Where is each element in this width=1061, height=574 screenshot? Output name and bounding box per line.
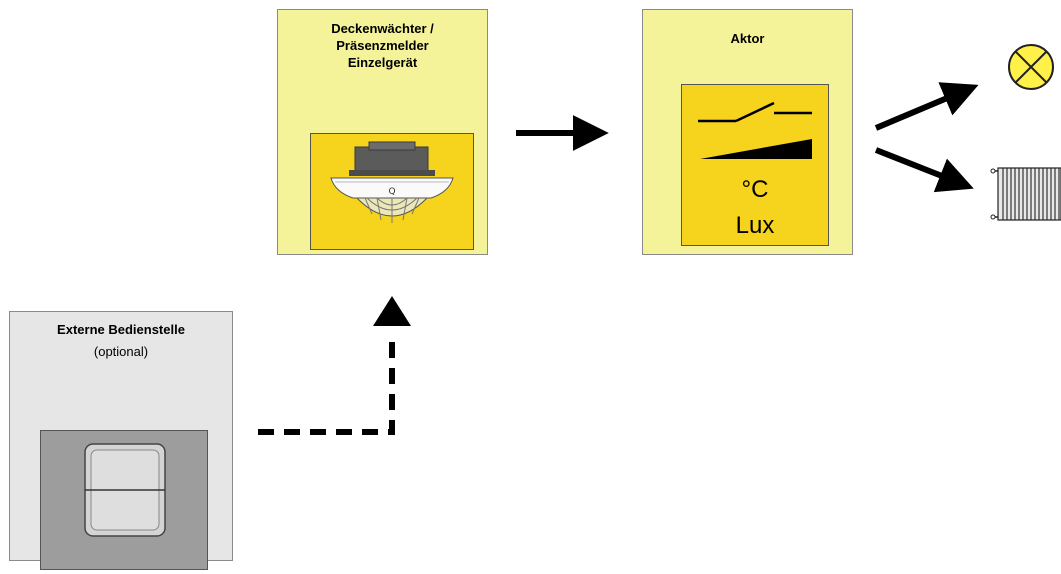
actuator-to-lamp-arrow <box>874 82 979 131</box>
ceiling-presence-detector-icon: Q <box>330 141 454 223</box>
actuator-title: Aktor <box>730 31 765 46</box>
switch-contact-icon <box>698 101 812 159</box>
temperature-unit-label: °C <box>741 176 769 203</box>
external-control-box: Externe Bedienstelle (optional) <box>9 311 233 570</box>
radiator-icon <box>990 167 1061 221</box>
lux-unit-label: Lux <box>735 212 775 239</box>
push-button-icon <box>84 443 166 537</box>
actuator-panel: °C Lux <box>681 84 829 246</box>
presence-detector-box: Deckenwächter / Präsenzmelder Einzelgerä… <box>277 9 488 255</box>
lamp-icon <box>1008 44 1054 90</box>
external-control-subtitle: (optional) <box>93 344 149 359</box>
external-control-title: Externe Bedienstelle <box>57 322 185 337</box>
actuator-to-radiator-arrow <box>874 147 974 193</box>
dimming-ramp-icon <box>700 139 812 159</box>
presence-detector-panel: Q <box>310 133 474 250</box>
actuator-box: Aktor °C Lux <box>642 9 853 255</box>
external-to-sensor-arrowhead <box>373 296 411 326</box>
connection-overlay <box>258 44 1061 435</box>
external-control-panel <box>40 430 208 570</box>
external-to-sensor-dashed-line <box>258 338 395 435</box>
presence-detector-title: Deckenwächter / Präsenzmelder Einzelgerä… <box>331 21 434 70</box>
svg-text:Q: Q <box>388 187 395 197</box>
